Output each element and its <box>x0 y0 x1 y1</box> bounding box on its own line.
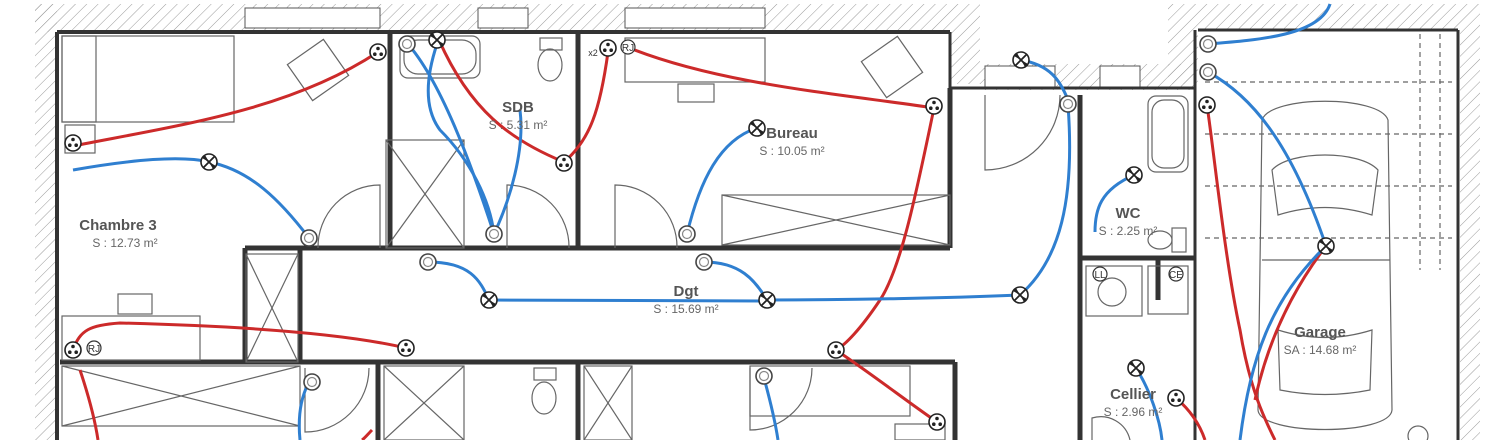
outlet-icon <box>397 339 415 357</box>
room-name-chambre3: Chambre 3 <box>79 217 157 234</box>
furniture <box>61 34 1452 440</box>
power-wiring <box>71 39 1328 440</box>
rj-label-bureau: RJ <box>622 43 634 54</box>
ceiling-light-icon <box>200 153 218 171</box>
ll-label: LL <box>1094 270 1106 281</box>
symbol-labels: RJ x2 RJ LL CE <box>88 43 1183 355</box>
room-name-wc: WC <box>1116 205 1141 222</box>
room-labels: Chambre 3 S : 12.73 m² SDB S : 5.31 m² B… <box>79 99 1356 419</box>
room-name-bureau: Bureau <box>766 125 818 142</box>
ceiling-light-icon <box>748 119 766 137</box>
outlet-icon <box>1198 96 1216 114</box>
exterior-walls <box>35 4 1480 440</box>
room-area-wc: S : 2.25 m² <box>1099 224 1158 238</box>
electrical-symbols <box>64 31 1335 431</box>
x2-label: x2 <box>588 48 598 58</box>
switch-icon <box>398 35 416 53</box>
room-area-garage: SA : 14.68 m² <box>1284 343 1357 357</box>
room-area-cellier: S : 2.96 m² <box>1104 405 1163 419</box>
outlet-icon <box>64 341 82 359</box>
room-area-dgt: S : 15.69 m² <box>653 302 718 316</box>
ceiling-light-icon <box>758 291 776 309</box>
outlet-icon <box>555 154 573 172</box>
ceiling-light-icon <box>480 291 498 309</box>
ceiling-light-icon <box>1011 286 1029 304</box>
outlet-icon <box>599 39 617 57</box>
room-area-sdb: S : 5.31 m² <box>489 118 548 132</box>
switch-icon <box>300 229 318 247</box>
room-name-garage: Garage <box>1294 324 1346 341</box>
ceiling-light-icon <box>1317 237 1335 255</box>
switch-icon <box>755 367 773 385</box>
switch-icon <box>419 253 437 271</box>
room-area-bureau: S : 10.05 m² <box>759 144 824 158</box>
outlet-icon <box>1167 389 1185 407</box>
switch-icon <box>695 253 713 271</box>
outlet-icon <box>64 134 82 152</box>
ceiling-light-icon <box>428 31 446 49</box>
ceiling-light-icon <box>1125 166 1143 184</box>
interior-walls <box>60 32 1195 440</box>
switch-icon <box>678 225 696 243</box>
switch-icon <box>303 373 321 391</box>
switch-icon <box>1199 35 1217 53</box>
room-name-cellier: Cellier <box>1110 386 1156 403</box>
outlet-icon <box>369 43 387 61</box>
outlet-icon <box>925 97 943 115</box>
room-area-chambre3: S : 12.73 m² <box>92 236 157 250</box>
switch-icon <box>485 225 503 243</box>
ce-label: CE <box>1169 270 1183 281</box>
ceiling-light-icon <box>1012 51 1030 69</box>
room-name-dgt: Dgt <box>674 283 699 300</box>
room-name-sdb: SDB <box>502 99 534 116</box>
outlet-icon <box>928 413 946 431</box>
switch-icon <box>1199 63 1217 81</box>
switch-icon <box>1059 95 1077 113</box>
ceiling-light-icon <box>1127 359 1145 377</box>
outlet-icon <box>827 341 845 359</box>
rj-label-chambre: RJ <box>88 344 100 355</box>
